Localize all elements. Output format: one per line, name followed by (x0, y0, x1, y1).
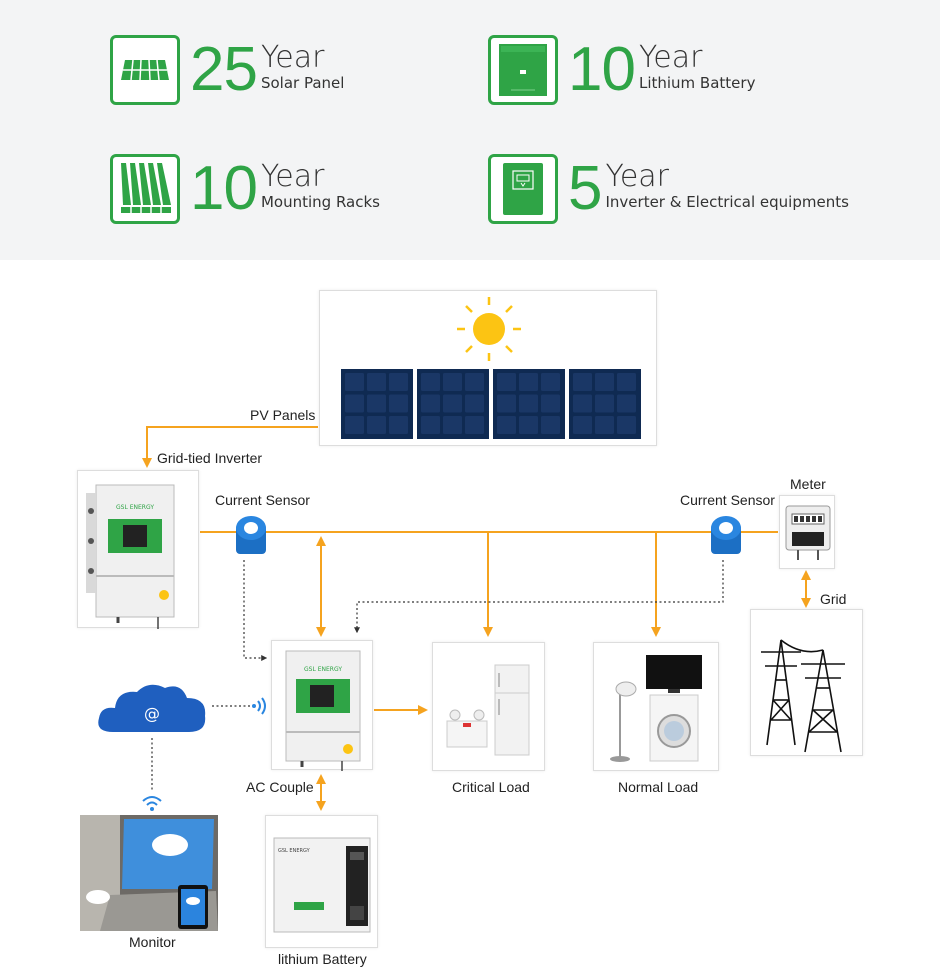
solar-cell (421, 373, 440, 391)
current-sensor-icon-right (711, 516, 741, 554)
lithium-battery-card: GSL ENERGY (265, 815, 378, 948)
solar-cell (519, 394, 538, 413)
connection-lines (142, 426, 811, 811)
solar-cell (367, 416, 386, 434)
solar-cell (443, 373, 462, 391)
warranty-label: Solar Panel (260, 73, 345, 92)
solar-cell (497, 394, 516, 413)
solar-cell (421, 416, 440, 434)
system-diagram: PV Panels Grid-tied Inverter GSL ENERGY … (0, 260, 940, 970)
solar-cell (519, 416, 538, 434)
solar-cell (443, 416, 462, 434)
warranty-label: Lithium Battery (638, 73, 756, 92)
tv-washer-lamp-icon (610, 655, 702, 762)
solar-cell (595, 373, 614, 391)
grid-card (750, 609, 863, 756)
warranty-item-lithium-battery: 10 Year Lithium Battery (488, 35, 755, 105)
solar-cell (421, 394, 440, 413)
warranty-label: Mounting Racks (260, 192, 380, 211)
solar-cell (465, 373, 484, 391)
solar-cell (573, 394, 592, 413)
inverter-icon (488, 154, 558, 224)
ac-couple-device-icon: GSL ENERGY (285, 650, 361, 771)
solar-cell (465, 416, 484, 434)
solar-cell (345, 416, 364, 434)
solar-cell (541, 394, 560, 413)
warranty-label: Inverter & Electrical equipments (605, 192, 849, 211)
warranty-unit: Year (638, 40, 703, 76)
warranty-unit: Year (260, 159, 325, 195)
warranty-item-inverter: 5 Year Inverter & Electrical equipments (488, 154, 849, 224)
pv-panels-card (319, 290, 657, 446)
warranty-number: 10 (190, 154, 258, 223)
solar-cell (519, 373, 538, 391)
critical-load-label: Critical Load (452, 779, 530, 795)
solar-cell (573, 373, 592, 391)
critical-load-card (432, 642, 545, 771)
warranty-unit: Year (605, 159, 669, 195)
solar-cell (465, 394, 484, 413)
cloud-icon: @ (98, 684, 206, 732)
cloud-symbol: @ (144, 704, 160, 723)
pv-panels-label: PV Panels (250, 407, 316, 423)
brand-text: GSL ENERGY (116, 504, 154, 511)
solar-cell (617, 416, 636, 434)
laptop-phone-icon (80, 815, 218, 931)
monitor-image (80, 815, 218, 931)
grid-tied-inverter-card: GSL ENERGY (77, 470, 199, 629)
solar-cell (367, 373, 386, 391)
refrigerator-icon (446, 664, 530, 756)
warranty-item-mounting-racks: 10 Year Mounting Racks (110, 154, 380, 224)
warranty-unit: Year (260, 40, 325, 76)
solar-panel-icon (110, 35, 180, 105)
sun-icon (457, 297, 521, 361)
brand-text: GSL ENERGY (304, 666, 342, 673)
ac-couple-card: GSL ENERGY (271, 640, 373, 771)
solar-cell (617, 373, 636, 391)
warranty-number: 5 (568, 154, 602, 223)
warranty-banner: 25 Year Solar Panel 10 Year Lithium Batt… (0, 0, 940, 260)
solar-cell (541, 373, 560, 391)
warranty-number: 10 (568, 35, 636, 104)
solar-cell (389, 416, 408, 434)
grid-label: Grid (820, 591, 847, 607)
lithium-battery-icon: GSL ENERGY (273, 837, 371, 933)
brand-text: GSL ENERGY (278, 848, 311, 854)
solar-cell (541, 416, 560, 434)
solar-panels-icon (341, 369, 641, 439)
transmission-tower-icon (761, 639, 845, 753)
wifi-signal-icon (142, 796, 162, 811)
grid-tied-inverter-label: Grid-tied Inverter (157, 450, 263, 466)
solar-cell (595, 394, 614, 413)
inverter-device-icon: GSL ENERGY (86, 484, 175, 629)
normal-load-label: Normal Load (618, 779, 699, 795)
meter-label: Meter (790, 476, 826, 492)
solar-cell (389, 373, 408, 391)
meter-icon (785, 505, 831, 560)
solar-cell (367, 394, 386, 413)
battery-icon (488, 35, 558, 105)
solar-cell (345, 394, 364, 413)
current-sensor-label-left: Current Sensor (215, 492, 310, 508)
warranty-number: 25 (190, 35, 258, 104)
meter-card (779, 495, 835, 569)
lithium-battery-label: lithium Battery (278, 951, 367, 967)
solar-cell (617, 394, 636, 413)
solar-cell (497, 416, 516, 434)
mounting-racks-icon (110, 154, 180, 224)
solar-cell (595, 416, 614, 434)
solar-cell (443, 394, 462, 413)
solar-cell (573, 416, 592, 434)
current-sensor-icon-left (236, 516, 266, 554)
solar-cell (389, 394, 408, 413)
ac-couple-label: AC Couple (246, 779, 314, 795)
solar-cell (345, 373, 364, 391)
warranty-item-solar-panel: 25 Year Solar Panel (110, 35, 344, 105)
normal-load-card (593, 642, 719, 771)
wifi-icon (252, 697, 266, 715)
monitor-label: Monitor (129, 934, 176, 950)
current-sensor-label-right: Current Sensor (680, 492, 775, 508)
solar-cell (497, 373, 516, 391)
